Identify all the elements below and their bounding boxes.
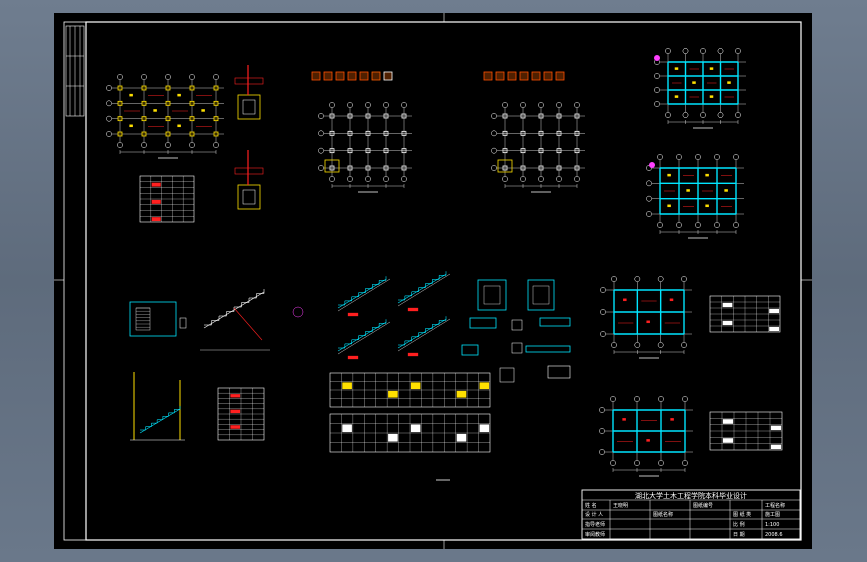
rebar-table-left: [217, 387, 265, 441]
tb-r1-right-value: 施工图: [765, 511, 780, 518]
title-block-header: 湖北大学土木工程学院本科毕业设计: [635, 491, 747, 500]
tb-r1-left-label: 设 计 人: [585, 511, 603, 518]
drawing-content: [106, 48, 783, 481]
footing-details: [234, 65, 264, 210]
stair-elevation: [130, 372, 185, 441]
tb-r0-right-label: 工程名称: [765, 502, 785, 509]
stair-details: [337, 271, 571, 383]
tb-r2-left-label: 指导老师: [585, 521, 605, 528]
slab-plan-2: [599, 396, 783, 477]
frame-plan-2: [483, 71, 585, 193]
stair-plan: [129, 301, 187, 337]
frame-plan-1: [311, 71, 412, 193]
beam-plan-bottom: [646, 154, 744, 239]
tb-r3-right-label: 日 期: [733, 532, 745, 538]
tb-r1-right-label: 图 纸 类: [733, 511, 751, 518]
beam-plan-top: [654, 48, 746, 129]
binding-strip: [65, 25, 85, 117]
slab-plan-1: [600, 276, 781, 359]
tb-r3-right-value: 2008.6: [765, 532, 783, 538]
frame-ticks: [54, 13, 812, 549]
title-block: 湖北大学土木工程学院本科毕业设计 姓 名 王晓明 图纸编号 工程名称 设 计 人…: [581, 489, 801, 540]
stair-section: [200, 289, 304, 351]
drawing-sheet: [54, 13, 812, 549]
tb-r0-mid-label: 图纸编号: [693, 502, 713, 509]
foundation-table: [139, 175, 195, 223]
foundation-plan: [106, 74, 224, 159]
tb-r0-left-label: 姓 名: [585, 502, 597, 509]
inner-frame: [85, 21, 802, 541]
tb-r2-right-label: 比 例: [733, 521, 745, 528]
rebar-table-2: [329, 413, 491, 453]
tb-r3-left-label: 审阅教师: [585, 531, 605, 538]
tb-r1-mid-label: 图纸名称: [653, 511, 673, 518]
tb-r2-right-value: 1:100: [765, 522, 779, 528]
rebar-table-1: [329, 372, 491, 408]
tb-r0-left-value: 王晓明: [613, 502, 628, 509]
